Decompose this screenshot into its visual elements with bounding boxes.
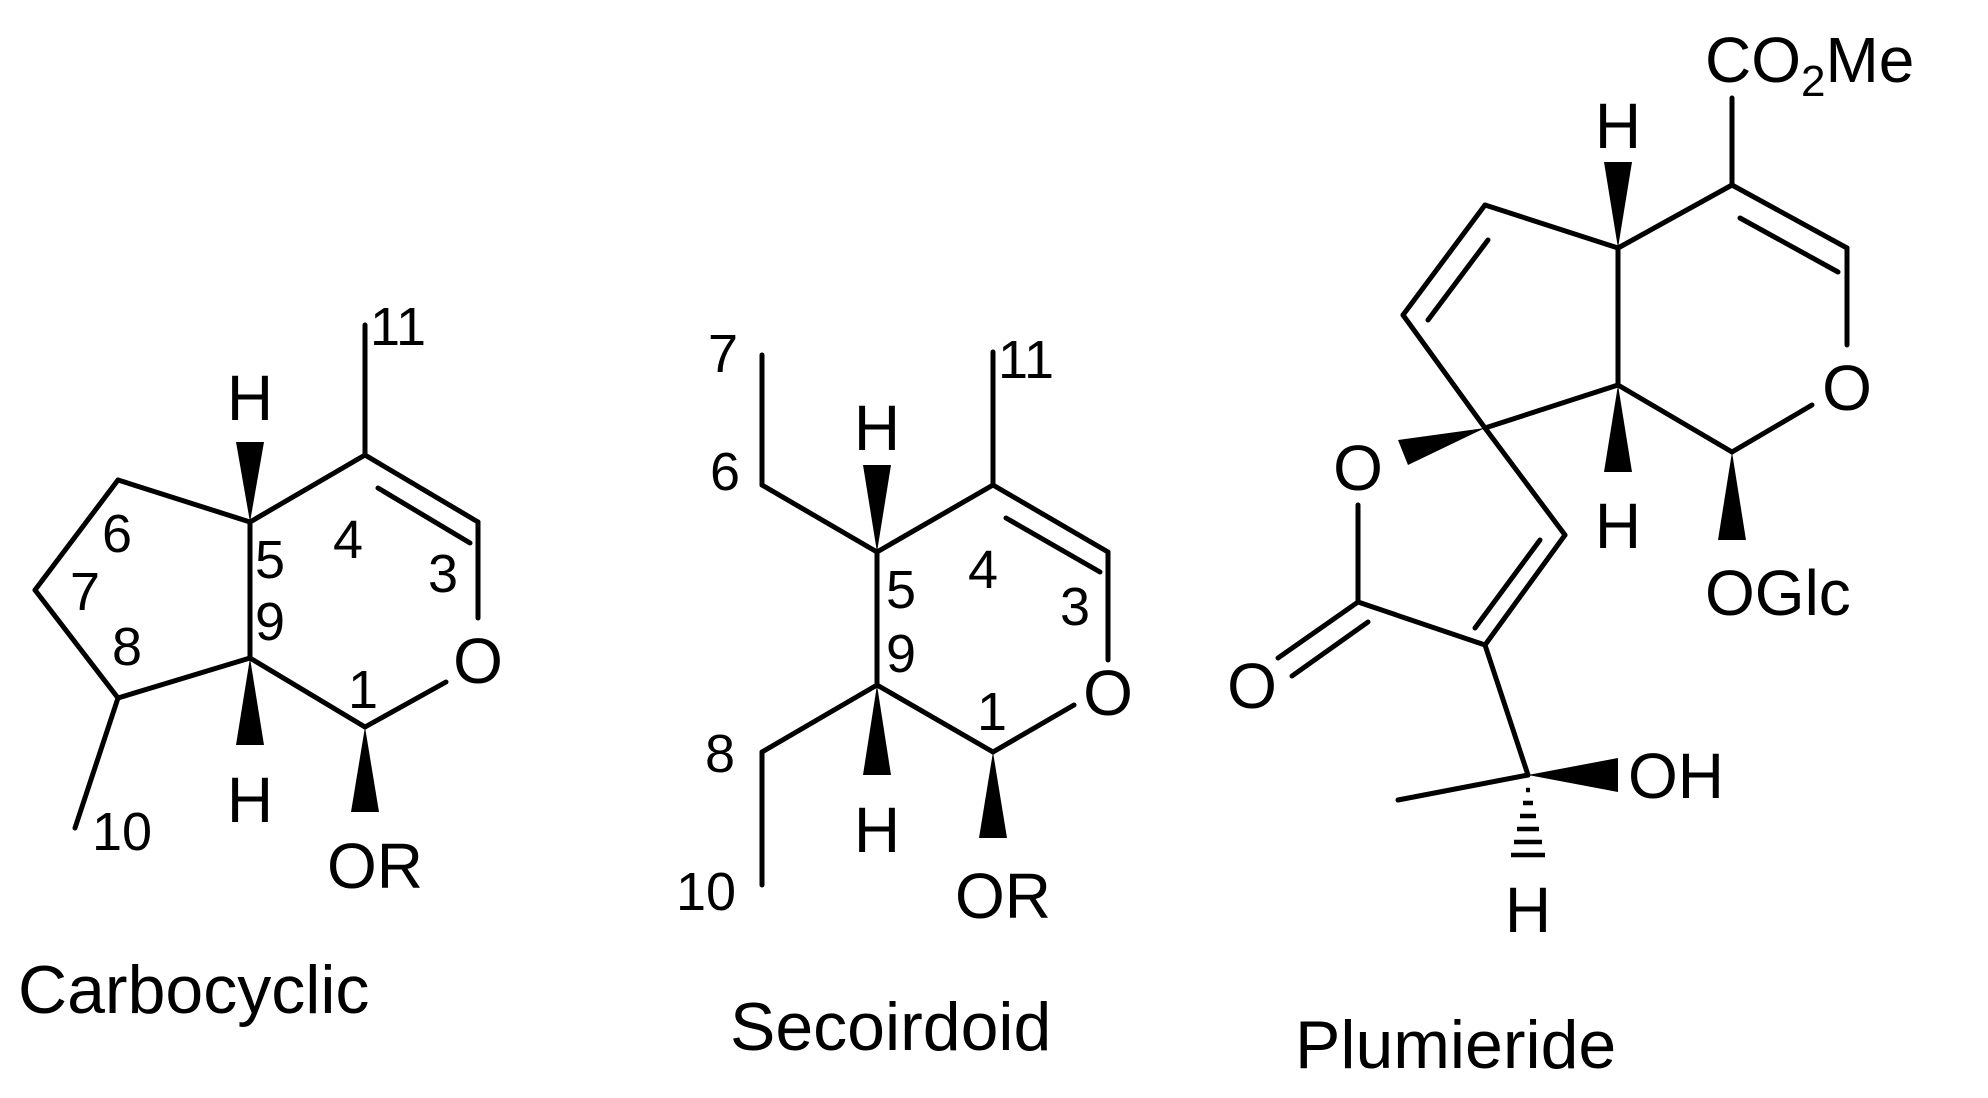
plumieride-oh-group: OH (1628, 740, 1724, 812)
bond-c8-c10 (72, 695, 121, 831)
plumieride-pyran-oxygen: O (1822, 352, 1872, 424)
secoiridoid-num-1: 1 (977, 682, 1007, 742)
bond-c1-c9 (247, 655, 368, 730)
wedge-c5-h (1604, 162, 1632, 248)
bond-c4-c3-double (1003, 515, 1103, 575)
carbocyclic-num-4: 4 (333, 510, 363, 570)
bond-c-chiral (1482, 642, 1531, 778)
bond-c5-c6 (1482, 202, 1621, 251)
bond-c9-c8 (759, 682, 880, 755)
secoiridoid-num-10: 10 (676, 862, 736, 922)
plumieride-structure: CO2Me H O O H O OGlc OH H Plumieride (1227, 24, 1914, 1083)
wedge-c1-or (351, 727, 379, 812)
bond-c6-c7 (1400, 202, 1488, 318)
bond-spiro-c9 (1482, 382, 1621, 431)
secoiridoid-h-top: H (854, 392, 900, 464)
wedge-c5-h (863, 465, 891, 552)
secoiridoid-num-5: 5 (886, 560, 916, 620)
wedge-spiro-o (1398, 428, 1485, 465)
bond-c4-c5 (1615, 182, 1735, 251)
carbocyclic-h-bottom: H (227, 764, 273, 836)
carbocyclic-num-8: 8 (112, 617, 142, 677)
plumieride-h-bottom: H (1505, 874, 1551, 946)
carbocyclic-num-7: 7 (70, 562, 100, 622)
bond-o-c1 (1729, 402, 1815, 455)
plumieride-carbonyl-oxygen: O (1227, 650, 1277, 722)
hash-chiral-h (1511, 787, 1545, 858)
carbocyclic-num-10: 10 (92, 802, 152, 862)
secoiridoid-structure: H H O OR 7 11 6 4 5 3 9 1 8 10 Secoirdoi… (676, 324, 1133, 1065)
bond-c4-c3 (1729, 182, 1850, 251)
secoiridoid-num-9: 9 (886, 624, 916, 684)
bond-ch-c-double (1472, 537, 1543, 631)
wedge-c5-h (236, 442, 264, 522)
wedge-c9-h (236, 658, 264, 745)
plumieride-lactone-oxygen: O (1333, 432, 1383, 504)
secoiridoid-num-7: 7 (708, 324, 738, 384)
secoiridoid-num-6: 6 (710, 442, 740, 502)
bond-c4-c3 (990, 482, 1111, 555)
bond-chiral-methyl (1395, 772, 1531, 803)
wedge-c1-oglc (1718, 452, 1746, 540)
carbocyclic-num-1: 1 (348, 660, 378, 720)
bond-o-c1 (990, 702, 1077, 755)
bond-carbonyl-double-a (1275, 599, 1361, 661)
carbocyclic-h-top: H (227, 362, 273, 434)
bond-c1-c9 (1615, 382, 1735, 455)
secoiridoid-h-bottom: H (854, 794, 900, 866)
plumieride-ester-co: CO2Me (1705, 24, 1914, 106)
bond-c1-c9 (874, 682, 996, 755)
carbocyclic-structure: H H O OR 11 6 5 4 3 7 9 8 1 10 Carbocycl… (18, 297, 503, 1028)
bond-carbonyl-double-b (1289, 619, 1371, 679)
plumieride-name: Plumieride (1295, 1007, 1616, 1083)
carbocyclic-name: Carbocyclic (18, 952, 369, 1028)
bond-c7-c8 (32, 587, 121, 701)
wedge-chiral-oh (1528, 758, 1618, 792)
bond-ch-c (1482, 532, 1568, 648)
bond-c6-c7-double (1425, 237, 1491, 323)
carbocyclic-or-group: OR (327, 830, 423, 902)
bond-c6-c5 (759, 482, 880, 555)
carbocyclic-num-11: 11 (370, 297, 426, 357)
carbocyclic-num-5: 5 (255, 530, 285, 590)
bond-c4-c3-double (375, 485, 473, 546)
plumieride-h-top: H (1595, 90, 1641, 162)
bond-c8-c9 (115, 655, 253, 701)
secoiridoid-ring-oxygen: O (1083, 657, 1133, 729)
plumieride-h-mid: H (1595, 490, 1641, 562)
bond-c6-c7 (32, 477, 121, 593)
secoiridoid-num-4: 4 (968, 540, 998, 600)
bond-c5-c4 (247, 452, 368, 525)
carbocyclic-ring-oxygen: O (453, 625, 503, 697)
bond-c-carbonyl (1355, 599, 1488, 648)
secoiridoid-num-11: 11 (998, 330, 1054, 390)
bond-c5-c6 (115, 477, 253, 525)
wedge-c1-or (979, 752, 1007, 838)
secoiridoid-num-8: 8 (705, 724, 735, 784)
carbocyclic-num-3: 3 (428, 544, 458, 604)
secoiridoid-name: Secoirdoid (730, 989, 1051, 1065)
plumieride-oglc-group: OGlc (1705, 557, 1851, 629)
bond-c7-spiro (1400, 312, 1488, 431)
bond-c4-c3-double (1737, 215, 1841, 275)
wedge-c9-h (863, 685, 891, 775)
secoiridoid-or-group: OR (955, 860, 1051, 932)
carbocyclic-num-9: 9 (255, 592, 285, 652)
bond-c4-c3 (362, 452, 481, 525)
bond-o-c1 (362, 679, 449, 730)
secoiridoid-num-3: 3 (1060, 577, 1090, 637)
wedge-c9-h (1604, 385, 1632, 472)
bond-c5-c4 (874, 482, 996, 555)
carbocyclic-num-6: 6 (102, 504, 132, 564)
bond-spiro-ch (1482, 425, 1568, 538)
